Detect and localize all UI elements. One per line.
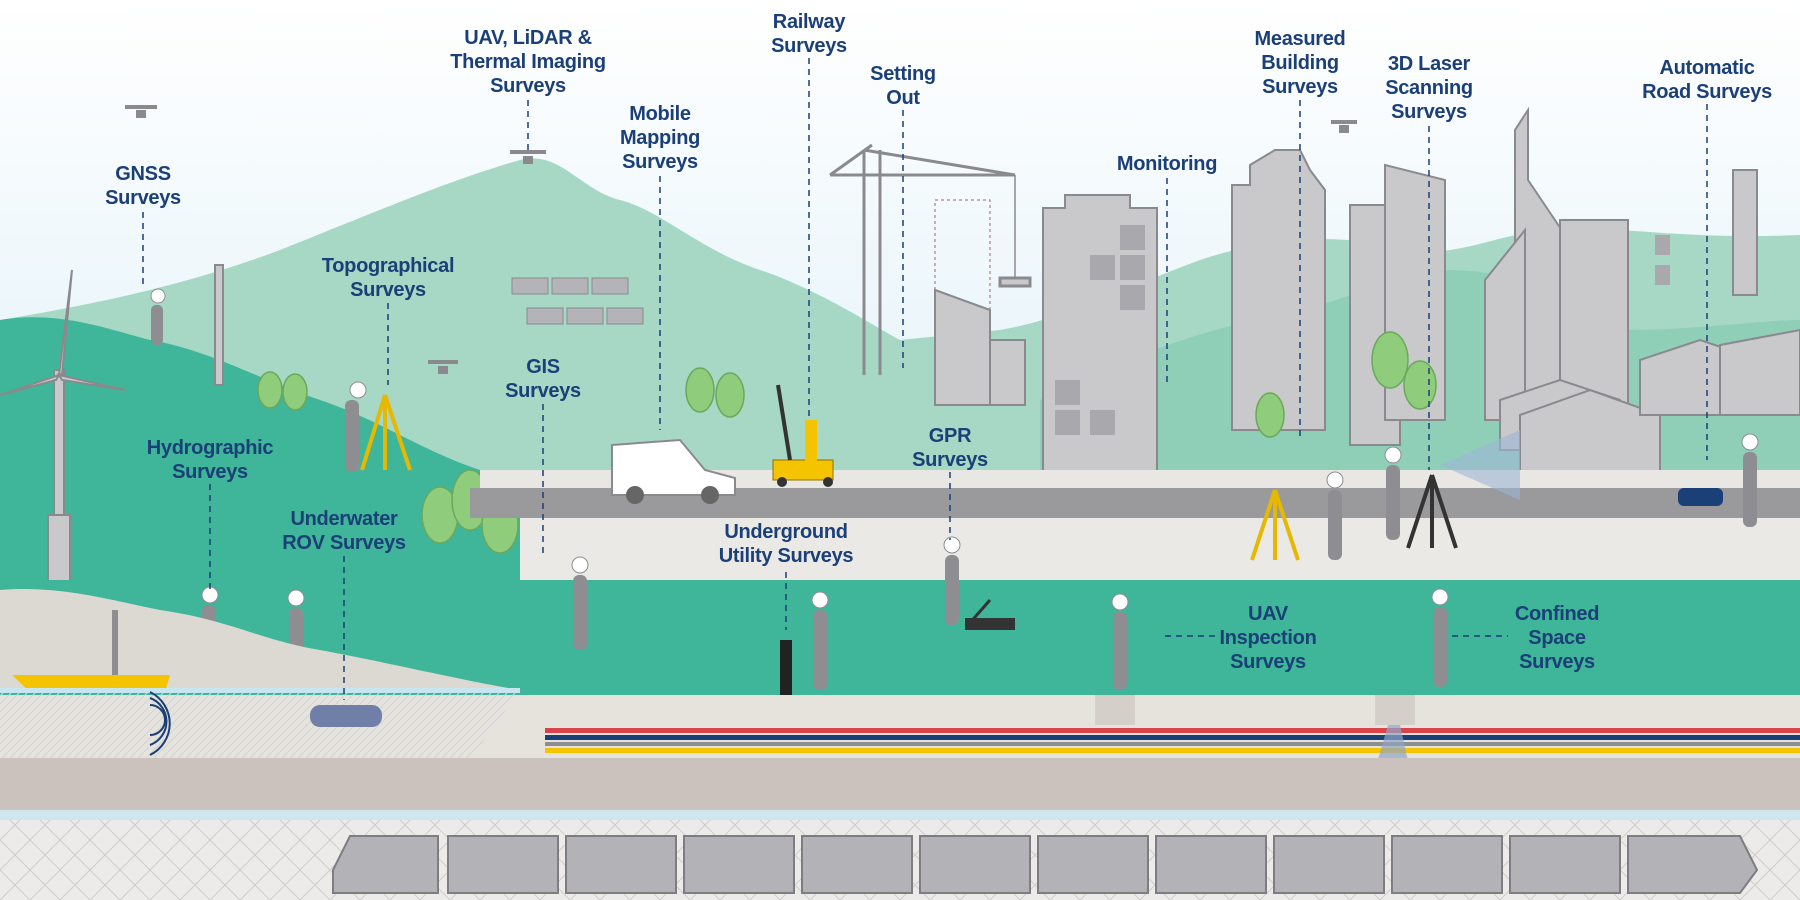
label-line: Monitoring [1116,153,1218,175]
underground-train [332,835,1759,894]
gpr-cart-body [965,618,1015,630]
boat-mast [112,610,118,675]
label-line: UAV [1248,603,1288,625]
label-line: Out [886,87,920,109]
utility-pipe-grey [545,742,1800,746]
survey-tripods [360,394,1300,561]
city-buildings [934,106,1800,531]
label-line: Underwater [290,508,398,530]
road-survey-rover [1678,488,1723,506]
label-line: Mobile [629,103,691,125]
label-line: Surveys [505,380,581,402]
label-line: Road Surveys [1642,81,1772,103]
label-line: Railway [772,11,846,33]
label-line: Measured [1254,28,1346,50]
underwater-rov [310,705,382,727]
label-line: Thermal Imaging [450,51,606,73]
label-line: UAV, LiDAR & [464,27,592,49]
utility-pipe-yellow [545,748,1800,753]
manhole-right [1375,695,1415,725]
label-line: Surveys [105,187,181,209]
drone-icons [125,105,1357,374]
label-line: Space [1528,627,1586,649]
water [0,690,520,760]
leader-lines [142,58,1708,700]
label-line: GPR [928,425,972,447]
label-line: Surveys [350,279,426,301]
water-surface [0,688,520,693]
surveyor-figures [150,288,1759,690]
label-line: Automatic [1659,57,1755,79]
tunnel-band [0,758,1800,810]
label-line: Setting [870,63,936,85]
label-line: ROV Surveys [282,532,406,554]
manhole-left [1095,695,1135,725]
pavement [520,518,1800,580]
label-line: Hydrographic [146,437,274,459]
beach-sand [0,589,520,690]
tunnel-lining [0,810,1800,820]
utility-pipe-navy [545,735,1800,740]
sonar-waves-icon [149,691,171,756]
label-line: Utility Surveys [718,545,854,567]
label-line: Surveys [490,75,566,97]
label-line: Surveys [172,461,248,483]
utility-pipe-red [545,728,1800,733]
label-line: Scanning [1385,77,1473,99]
survey-boat [12,675,170,692]
label-line: Surveys [1391,101,1467,123]
label-line: Inspection [1219,627,1317,649]
laser-scanner-tripod [1406,474,1458,549]
label-monitoring: Monitoring [1116,152,1218,176]
label-line: GNSS [115,163,171,185]
label-line: Building [1261,52,1339,74]
label-line: Underground [724,521,848,543]
railway-trolley [772,384,834,487]
label-line: Surveys [912,449,988,471]
label-line: 3D Laser [1387,53,1471,75]
label-line: GIS [526,356,560,378]
label-line: Surveys [771,35,847,57]
solar-panels [511,277,644,325]
mobile-mapping-van [611,438,736,504]
building-windows [1055,225,1670,435]
label-line: Surveys [1262,76,1338,98]
label-line: Surveys [622,151,698,173]
label-line: Surveys [1519,651,1595,673]
label-line: Surveys [1230,651,1306,673]
construction-crane [829,143,1032,375]
label-line: Mapping [619,127,701,149]
scanner-beam [1440,430,1520,500]
label-line: Topographical [321,255,455,277]
label-line: Confined [1514,603,1600,625]
cable-locator [780,640,792,695]
